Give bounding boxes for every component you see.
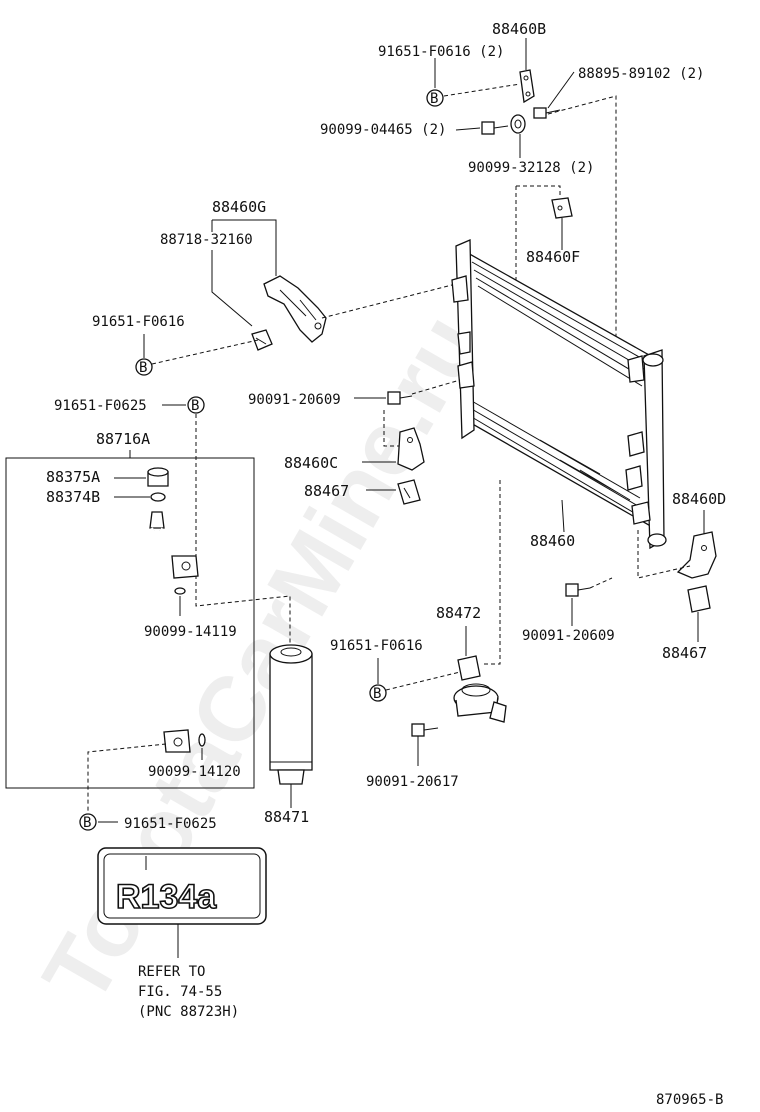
refer-note-line1: REFER TO [138,964,205,980]
oring-90099-14119 [174,587,186,595]
cushion-88467-a [397,479,421,505]
dash-b3 [385,671,461,691]
svg-text:B: B [430,91,438,107]
dash-b1 [443,83,521,97]
svg-text:B: B [139,360,147,376]
bracket-88460G [263,275,327,343]
label-88895-89102: 88895-89102 (2) [578,66,704,82]
r134a-emblem: R134a [97,847,267,925]
label-90091-20609-a: 90091-20609 [248,392,341,408]
bolt-90091-20609-b [565,583,591,597]
cushion-90099-32128 [510,114,526,134]
dash-88460F-top [516,185,561,198]
clip-88718-32160 [251,329,273,351]
ref-marker-b-3: B [369,684,387,702]
label-88460B: 88460B [492,20,546,38]
bracket-88460D [676,531,717,579]
label-90099-04465: 90099-04465 (2) [320,122,446,138]
label-91651-F0616-a: 91651-F0616 [92,314,185,330]
condenser-88460 [451,239,667,550]
cap-88375A [147,467,169,487]
label-91651-F0625-b: 91651-F0625 [124,816,217,832]
leader-88895 [547,71,575,109]
dash-88460C [383,410,400,447]
label-88716A: 88716A [96,430,150,448]
label-90091-20617: 90091-20617 [366,774,459,790]
dash-bolt-b [589,577,613,589]
refer-note-line3: (PNC 88723H) [138,1004,239,1020]
dash-88460D [637,530,691,579]
dash-receiver [195,414,291,644]
dash-b2 [151,339,259,365]
label-88460G: 88460G [212,198,266,216]
bracket-88460B [519,69,535,104]
bolt-90091-20609-a [387,391,413,405]
svg-text:B: B [373,686,381,702]
label-88460: 88460 [530,532,575,550]
label-91651-F0616-b: 91651-F0616 [330,638,423,654]
label-88460F: 88460F [526,248,580,266]
receiver-88471 [269,644,313,785]
label-88375A: 88375A [46,468,100,486]
label-88374B: 88374B [46,488,100,506]
drawing-number: 870965-B [656,1092,723,1108]
oring-90099-14120 [198,733,206,747]
bolt-90091-20617 [411,723,439,737]
label-88460D: 88460D [672,490,726,508]
label-88467-a: 88467 [304,482,349,500]
ref-marker-b-5: B [79,813,97,831]
emblem-text: R134a [116,878,217,916]
dash-bolt-a [411,379,461,395]
bracket-88460C [397,427,425,471]
pipe-88716A [127,511,199,753]
bolt-90099-04465 [481,121,509,135]
label-88460C: 88460C [284,454,338,472]
label-90099-32128: 90099-32128 (2) [468,160,594,176]
ref-marker-b-2: B [135,358,153,376]
oring-88374B [150,492,166,502]
label-88718-32160: 88718-32160 [160,232,253,248]
label-88472: 88472 [436,604,481,622]
leader-88460 [561,499,565,533]
bracket-88460F [551,197,573,219]
label-90099-14120: 90099-14120 [148,764,241,780]
bolt-88895-89102 [533,107,561,119]
label-91651-F0625-a: 91651-F0625 [54,398,147,414]
bracket-88472 [453,655,507,723]
cushion-88467-b [687,585,711,613]
refer-note-line2: FIG. 74-55 [138,984,222,1000]
dash-bracket-right [547,95,617,380]
svg-text:B: B [83,815,91,831]
pipe-assy-box [5,457,255,789]
label-90091-20609-b: 90091-20609 [522,628,615,644]
label-91651-F0616-2: 91651-F0616 (2) [378,44,504,60]
dash-88460G-cond [321,283,457,319]
label-90099-14119: 90099-14119 [144,624,237,640]
leader-88718 [211,250,253,327]
svg-text:B: B [191,398,199,414]
label-88471: 88471 [264,808,309,826]
ref-marker-b-4: B [187,396,205,414]
leader-90099-04465 [455,127,481,131]
dash-88472 [484,480,501,665]
leader-88460G [212,219,277,276]
dash-pipe-bottom [87,743,167,814]
ref-marker-b-1: B [426,89,444,107]
label-88467-b: 88467 [662,644,707,662]
